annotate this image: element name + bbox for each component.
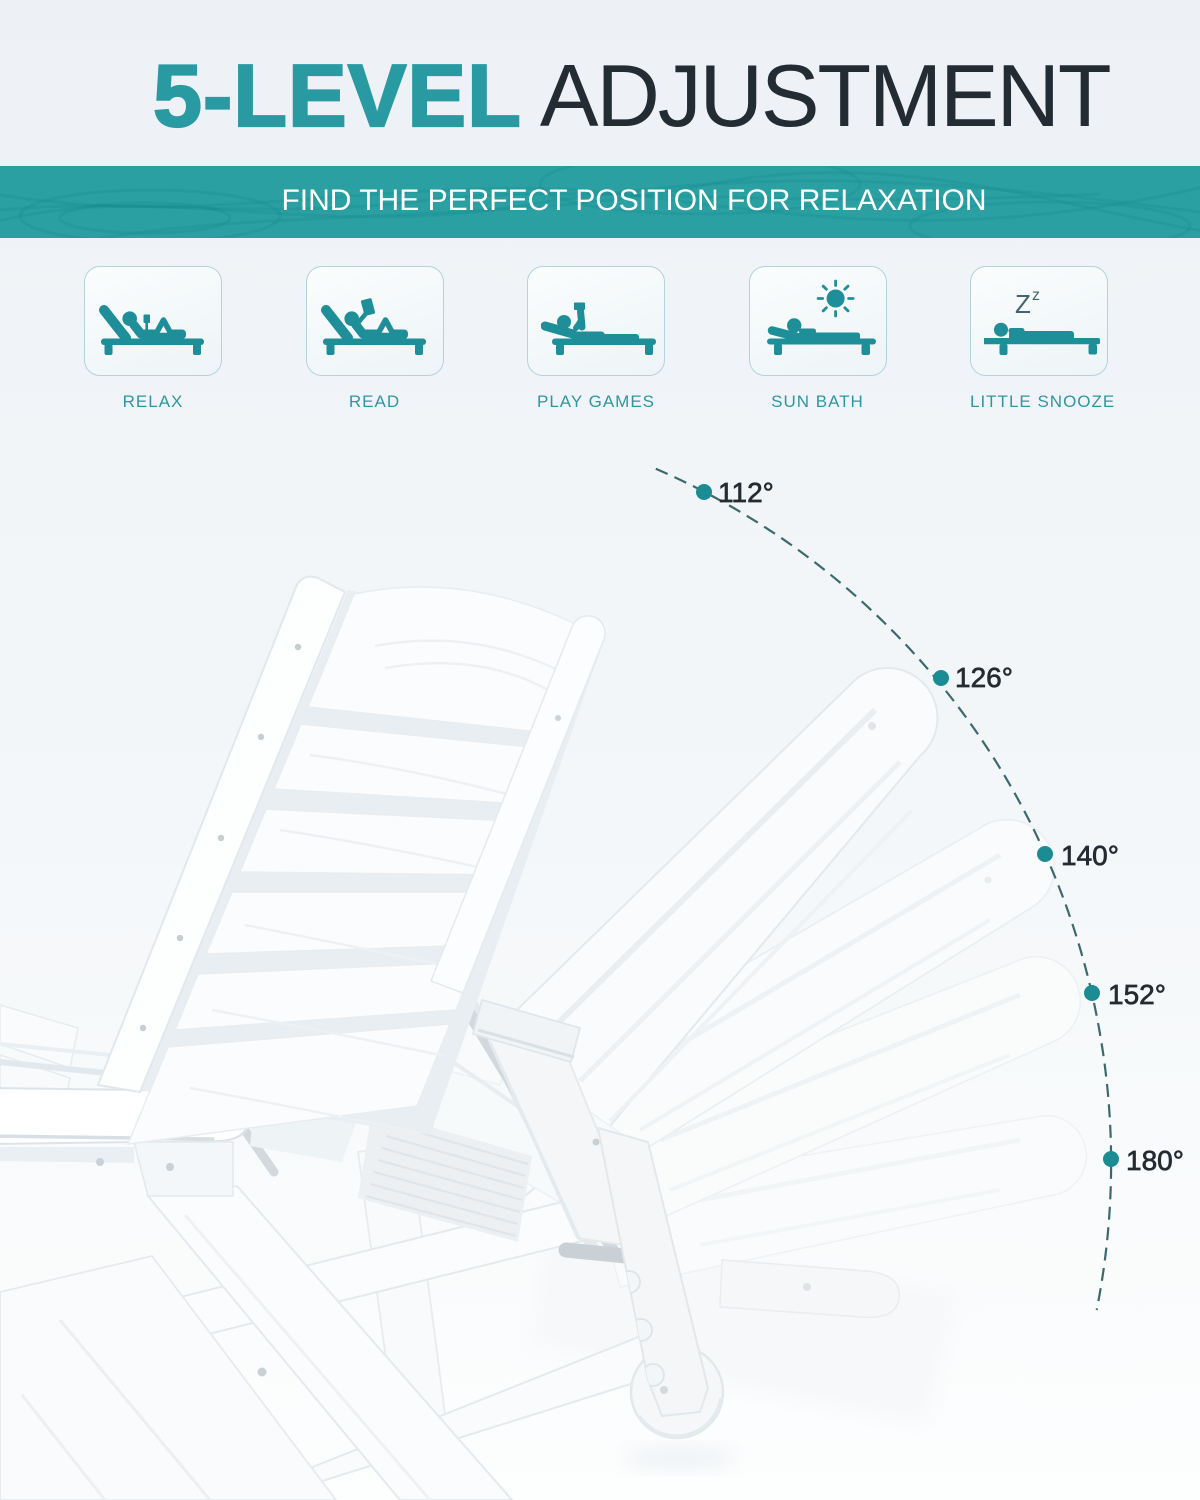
svg-text:152°: 152° <box>1108 979 1166 1010</box>
svg-text:Z: Z <box>1015 289 1031 319</box>
svg-text:180°: 180° <box>1126 1145 1184 1176</box>
svg-text:z: z <box>1032 287 1040 304</box>
svg-text:112°: 112° <box>718 477 774 508</box>
svg-text:126°: 126° <box>955 662 1013 693</box>
svg-text:140°: 140° <box>1061 840 1119 871</box>
